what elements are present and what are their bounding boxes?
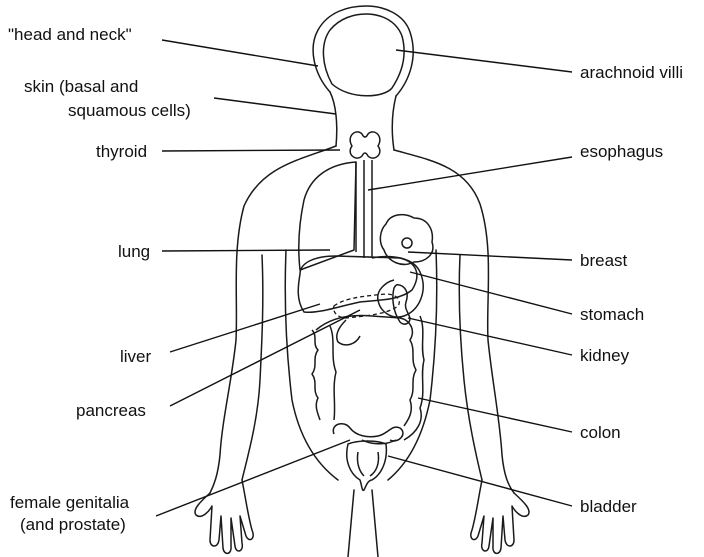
leader-kidney <box>408 318 572 355</box>
label-esophagus: esophagus <box>580 142 663 161</box>
right-labels: arachnoid villi esophagus breast stomach… <box>580 63 683 516</box>
leader-stomach <box>410 272 572 314</box>
leader-lung <box>162 250 330 251</box>
label-thyroid: thyroid <box>96 142 147 161</box>
label-bladder: bladder <box>580 497 637 516</box>
bladder-inner <box>357 452 378 476</box>
duodenum <box>337 320 360 345</box>
label-arachnoid: arachnoid villi <box>580 63 683 82</box>
label-breast: breast <box>580 251 628 270</box>
left-labels: "head and neck" skin (basal and squamous… <box>8 25 191 534</box>
leader-colon <box>418 398 572 432</box>
label-kidney: kidney <box>580 346 630 365</box>
left-leg-inner <box>348 490 354 557</box>
right-hand <box>471 480 529 553</box>
colon-shape <box>312 316 424 440</box>
right-leg-inner <box>372 490 378 557</box>
right-torso-side <box>388 250 437 480</box>
neck-right <box>392 96 396 150</box>
leader-bladder <box>388 456 572 506</box>
label-colon: colon <box>580 423 621 442</box>
uterus-shape <box>347 441 387 490</box>
leader-genitalia <box>156 440 350 516</box>
label-liver: liver <box>120 347 152 366</box>
label-skin-line1: skin (basal and <box>24 77 138 96</box>
leader-skin <box>214 98 336 114</box>
label-stomach: stomach <box>580 305 644 324</box>
organs <box>298 132 433 490</box>
left-hand <box>195 480 253 553</box>
leader-head-neck <box>162 40 318 66</box>
thyroid-shape <box>350 132 380 158</box>
label-genitalia-line2: (and prostate) <box>20 515 126 534</box>
head-outline <box>313 6 413 96</box>
neck-left <box>330 92 337 146</box>
nipple <box>402 238 412 248</box>
leader-arachnoid <box>396 50 572 72</box>
uterus-tubes <box>333 424 403 441</box>
left-torso-side <box>285 250 338 480</box>
label-skin-line2: squamous cells) <box>68 101 191 120</box>
leader-thyroid <box>162 150 340 151</box>
lung-shape <box>299 162 356 270</box>
leader-pancreas <box>170 310 360 406</box>
stomach-shape <box>372 257 423 318</box>
leader-liver <box>170 304 320 352</box>
leader-lines <box>156 40 572 516</box>
label-genitalia-line1: female genitalia <box>10 493 130 512</box>
right-shoulder-arm <box>394 150 514 493</box>
head-inner-outline <box>323 14 404 96</box>
label-pancreas: pancreas <box>76 401 146 420</box>
leader-breast <box>408 252 572 260</box>
label-head-neck: "head and neck" <box>8 25 132 44</box>
label-lung: lung <box>118 242 150 261</box>
right-inner-arm <box>459 255 482 480</box>
